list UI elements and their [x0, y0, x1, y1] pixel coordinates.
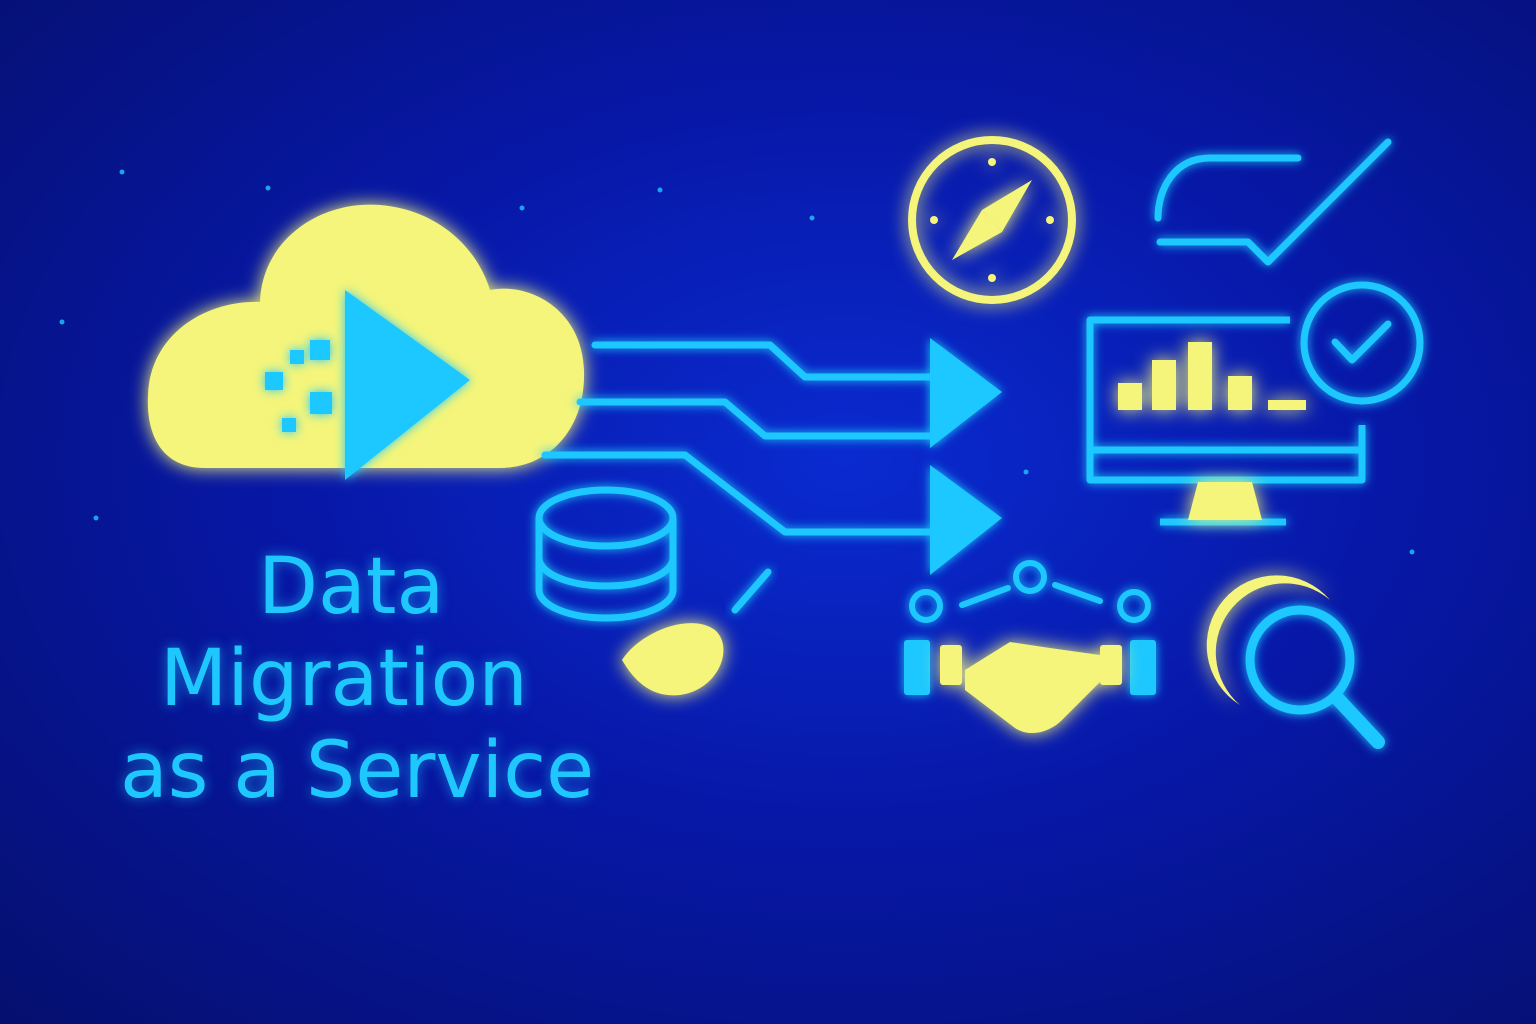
migration-flow-lines — [541, 341, 939, 536]
compass-icon — [908, 136, 1076, 304]
flow-arrowheads — [930, 338, 1002, 575]
title-line-1: Data — [258, 542, 445, 632]
signature-check-icon — [1154, 138, 1392, 266]
check-circle-icon — [1300, 281, 1424, 405]
monitor-chart-icon — [1086, 316, 1366, 526]
database-icon — [535, 486, 677, 622]
star-dots — [59, 169, 1415, 555]
handshake-icon — [904, 640, 1156, 734]
title-line-3: as a Service — [120, 726, 595, 816]
magnifier-icon — [1206, 575, 1385, 749]
brush-icon — [622, 568, 772, 696]
play-arrow-icon — [265, 290, 470, 480]
title-line-2: Migration — [160, 634, 528, 724]
network-nodes-icon — [909, 560, 1151, 623]
